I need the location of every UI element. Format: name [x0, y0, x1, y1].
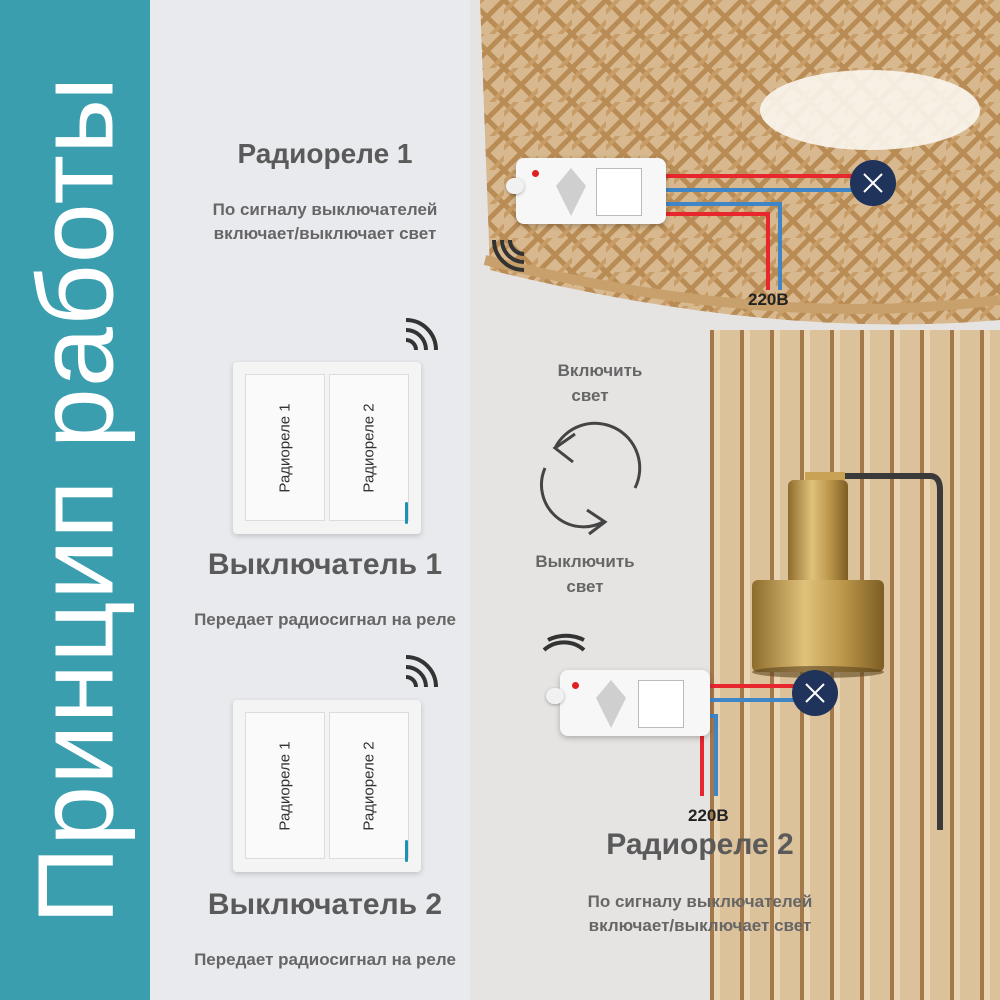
cycle-off-line2: свет — [566, 577, 604, 596]
switch2-key-2[interactable]: Радиореле 2 — [329, 712, 409, 859]
brass-pendant-lamp — [752, 580, 884, 672]
lamp-icon — [850, 160, 896, 206]
cycle-on-line1: Включить — [557, 361, 643, 380]
lamp-icon — [792, 670, 838, 716]
wifi-signal-icon — [492, 239, 525, 272]
switch1-key-1[interactable]: Радиореле 1 — [245, 374, 325, 521]
switch1-led — [405, 502, 408, 524]
relay1-voltage: 220В — [748, 290, 789, 309]
relay1-wiring — [492, 174, 860, 290]
relay2-module — [546, 670, 710, 736]
interior-photo — [470, 0, 1000, 1000]
switch1[interactable]: Радиореле 1 Радиореле 2 — [233, 362, 421, 534]
relay2-desc-line1: По сигналу выключателей — [587, 892, 813, 911]
wifi-signal-icon — [542, 633, 586, 652]
relay2-title: Радиореле 2 — [606, 828, 794, 861]
relay1-desc-line1: По сигналу выключателей — [212, 200, 438, 219]
switch1-desc: Передает радиосигнал на реле — [194, 610, 456, 629]
cycle-on-line2: свет — [571, 386, 609, 405]
relay1-module — [506, 158, 666, 224]
switch2-title: Выключатель 2 — [207, 888, 443, 921]
relay1-title: Радиореле 1 — [237, 138, 413, 169]
relay1-desc-line2: включает/выключает свет — [213, 224, 437, 243]
switch1-title: Выключатель 1 — [207, 548, 443, 581]
switch2-led — [405, 840, 408, 862]
switch1-key-2[interactable]: Радиореле 2 — [329, 374, 409, 521]
cycle-arrows-icon — [540, 421, 642, 536]
relay2-desc-line2: включает/выключает свет — [588, 916, 812, 935]
wifi-signal-icon — [405, 655, 438, 688]
page-title: Принцип работы — [14, 75, 136, 925]
switch2-desc: Передает радиосигнал на реле — [194, 950, 456, 969]
sidebar-banner: Принцип работы — [0, 0, 150, 1000]
cycle-off-line1: Выключить — [535, 552, 635, 571]
switch2-key-1[interactable]: Радиореле 1 — [245, 712, 325, 859]
switch2[interactable]: Радиореле 1 Радиореле 2 — [233, 700, 421, 872]
wifi-signal-icon — [405, 318, 438, 351]
relay2-voltage: 220В — [688, 806, 729, 825]
